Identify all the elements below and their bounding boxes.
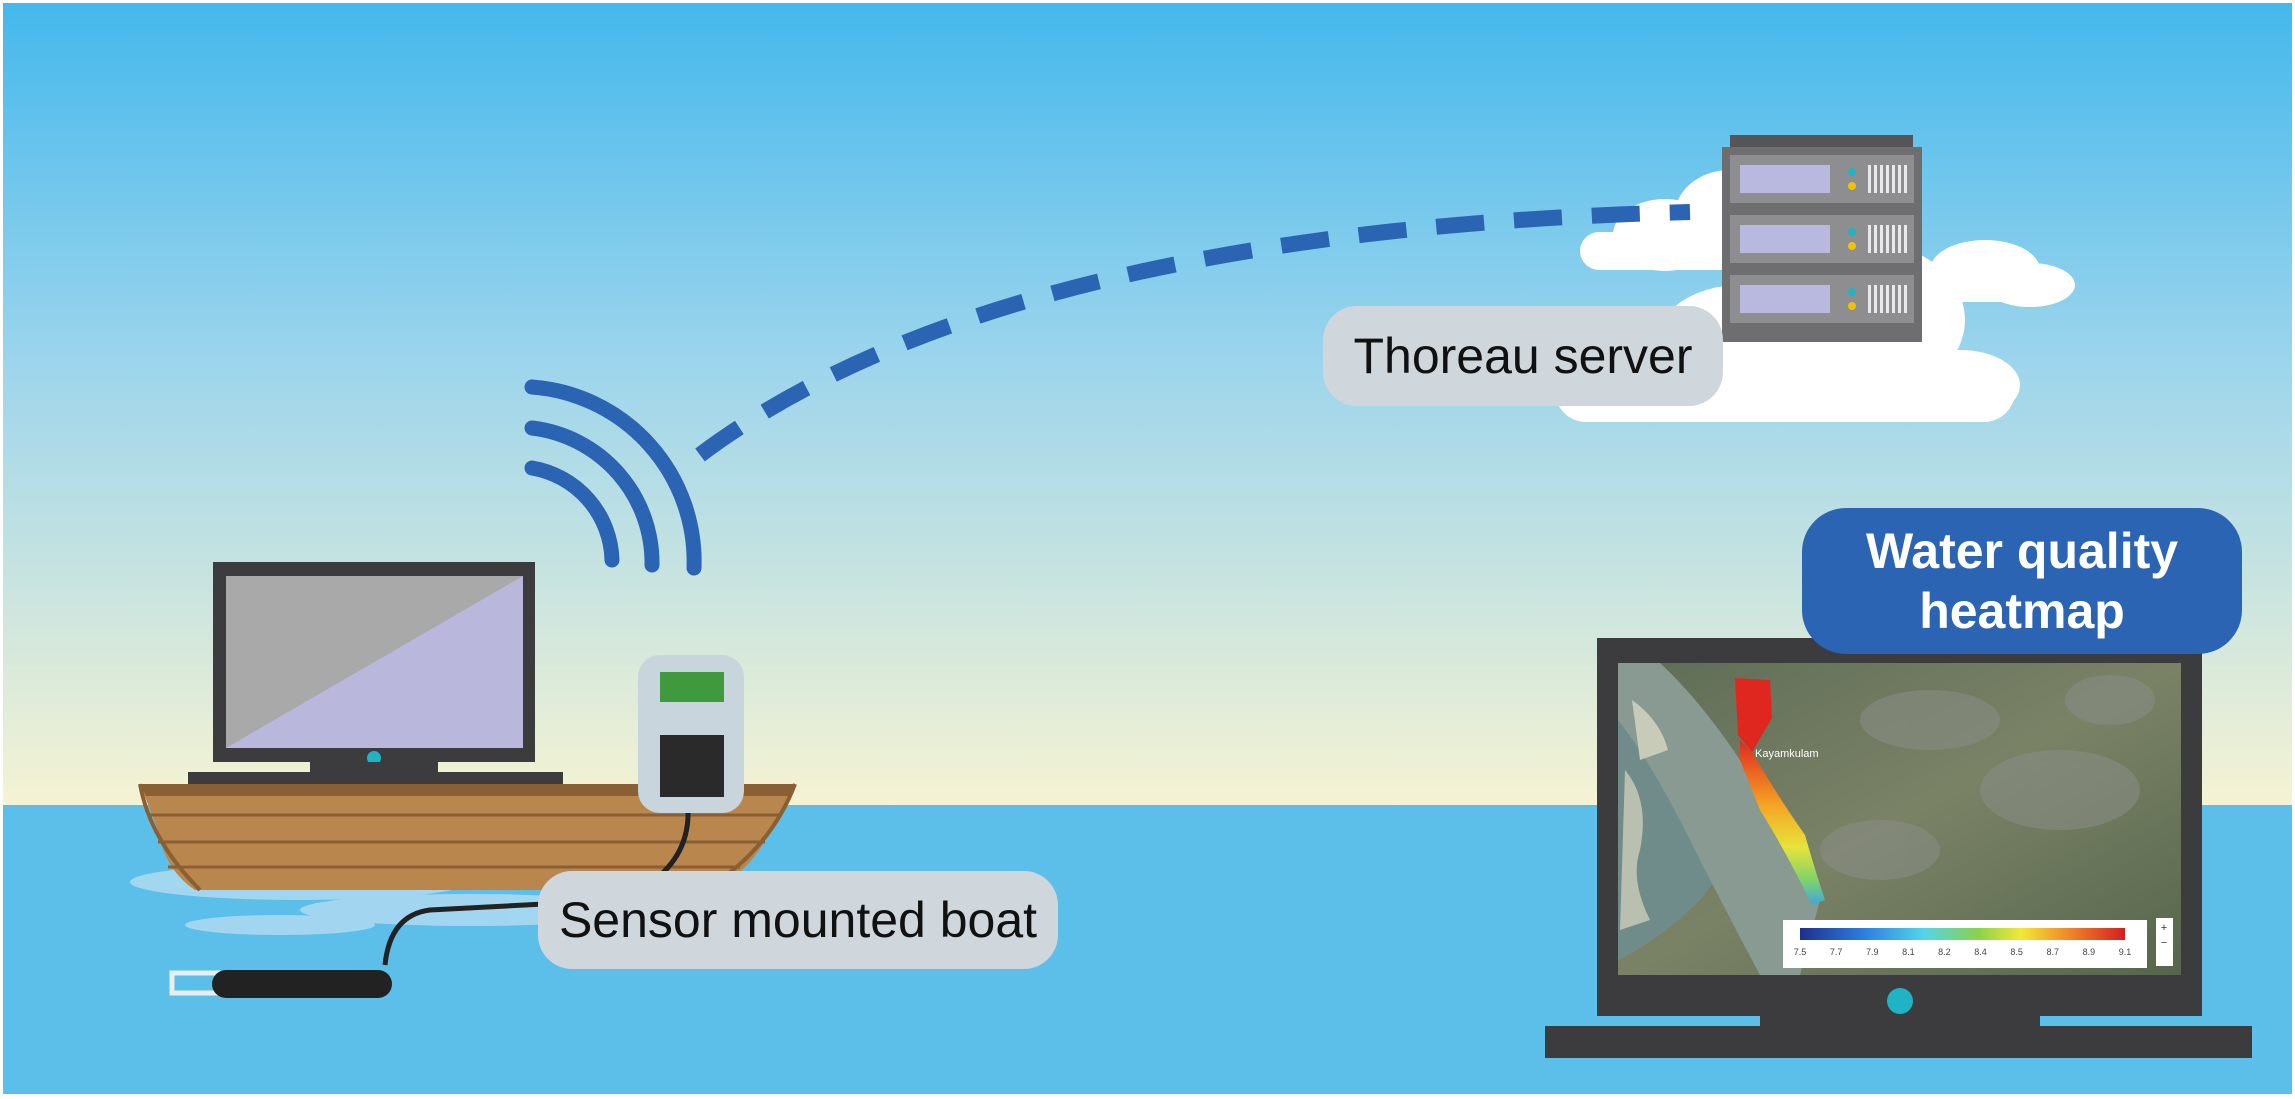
legend-tick-label: 8.5 bbox=[2010, 947, 2023, 957]
server-label: Thoreau server bbox=[1323, 306, 1723, 406]
server-unit bbox=[1730, 215, 1914, 263]
zoom-in-icon[interactable]: + bbox=[2161, 922, 2167, 934]
heatmap-label: Water quality heatmap bbox=[1802, 508, 2242, 654]
heatmap-laptop-icon: Kayamkulam 7.5 7.7 7.9 8.1 8.2 8.4 8.5 8.7 8.9 9.… bbox=[1545, 638, 2252, 1058]
boat-label: Sensor mounted boat bbox=[538, 871, 1058, 969]
heatmap-legend-bar bbox=[1800, 928, 2125, 940]
legend-tick-label: 7.5 bbox=[1794, 947, 1807, 957]
map-place-label: Kayamkulam bbox=[1755, 748, 1819, 760]
legend-tick-label: 8.9 bbox=[2083, 947, 2096, 957]
legend-tick-label: 9.1 bbox=[2119, 947, 2132, 957]
heatmap-label-line1: Water quality bbox=[1865, 523, 2179, 579]
heatmap-legend-ticks: 7.5 7.7 7.9 8.1 8.2 8.4 8.5 8.7 8.9 9.1 bbox=[1794, 947, 2132, 957]
server-rack-icon bbox=[1722, 135, 1922, 342]
legend-tick-label: 8.4 bbox=[1974, 947, 1987, 957]
legend-tick-label: 7.7 bbox=[1830, 947, 1843, 957]
heatmap-map: Kayamkulam 7.5 7.7 7.9 8.1 8.2 8.4 8.5 8.7 8.9 9.… bbox=[1618, 663, 2181, 975]
boat-icon bbox=[138, 783, 797, 892]
wireless-link bbox=[695, 204, 1691, 462]
laptop-icon bbox=[188, 562, 563, 790]
handheld-meter-icon bbox=[382, 655, 744, 966]
legend-tick-label: 7.9 bbox=[1866, 947, 1879, 957]
heatmap-label-line2: heatmap bbox=[1919, 583, 2125, 639]
legend-tick-label: 8.1 bbox=[1902, 947, 1915, 957]
sensor-probe-icon bbox=[169, 970, 392, 998]
legend-tick-label: 8.2 bbox=[1938, 947, 1951, 957]
zoom-out-icon[interactable]: − bbox=[2161, 937, 2167, 949]
legend-tick-label: 8.7 bbox=[2047, 947, 2060, 957]
server-unit bbox=[1730, 275, 1914, 323]
map-zoom-control[interactable] bbox=[2156, 918, 2173, 966]
server-unit bbox=[1730, 155, 1914, 203]
wifi-signal-icon bbox=[524, 379, 702, 576]
